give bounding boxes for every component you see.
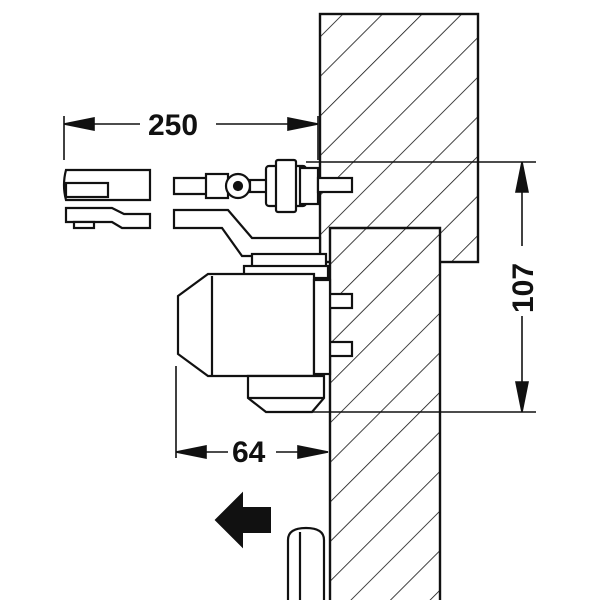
lower-arm xyxy=(172,208,322,258)
slide-rail xyxy=(62,168,152,230)
dimension-label-250: 250 xyxy=(148,109,198,142)
closer-arm xyxy=(172,158,354,214)
dimension-right xyxy=(306,161,536,413)
door-frame xyxy=(318,12,480,264)
dimension-bottom xyxy=(175,366,329,459)
door-stop-post xyxy=(286,526,326,600)
arrow-left-icon xyxy=(214,491,271,549)
dimension-top xyxy=(63,116,319,160)
dimension-label-64: 64 xyxy=(232,436,266,469)
door-leaf xyxy=(328,226,442,600)
dimension-label-107: 107 xyxy=(507,263,540,313)
closer-body xyxy=(176,272,332,414)
